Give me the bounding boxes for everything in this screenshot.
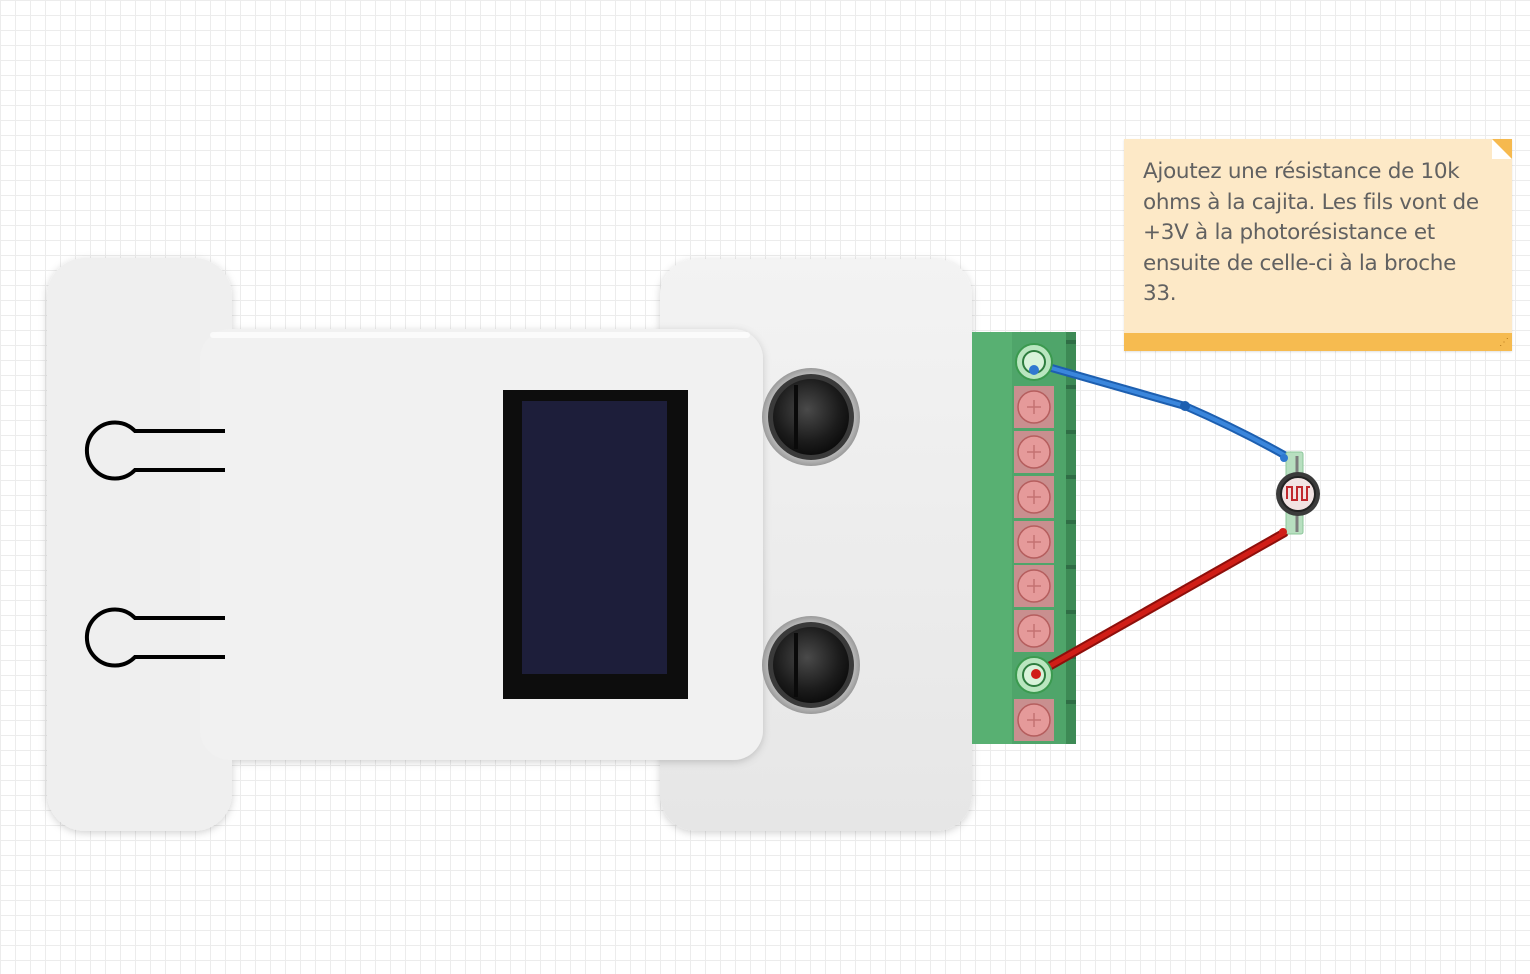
terminal-pin[interactable] xyxy=(1014,610,1054,652)
resize-grip-icon[interactable]: ⋰ xyxy=(1499,337,1509,348)
terminal-tick xyxy=(1066,430,1076,434)
terminal-tick xyxy=(1066,700,1076,704)
oled-screen xyxy=(522,401,667,674)
terminal-tick xyxy=(1066,565,1076,569)
terminal-tick xyxy=(1066,610,1076,614)
wire-red[interactable] xyxy=(1029,528,1289,680)
terminal-tick xyxy=(1066,385,1076,389)
note-fold-icon xyxy=(1492,139,1512,159)
knob-bottom[interactable] xyxy=(762,616,860,714)
terminal-pin[interactable] xyxy=(1014,521,1054,563)
photoresistor-icon[interactable] xyxy=(1276,451,1320,536)
keyhole-icon xyxy=(84,607,225,668)
terminal-pin[interactable] xyxy=(1014,699,1054,741)
note-text[interactable]: Ajoutez une résistance de 10k ohms à la … xyxy=(1143,159,1479,306)
terminal-tick xyxy=(1066,475,1076,479)
terminal-pin[interactable] xyxy=(1014,386,1054,428)
cajita-device[interactable] xyxy=(47,258,1076,831)
terminal-pin[interactable] xyxy=(1014,476,1054,518)
terminal-tick xyxy=(1066,520,1076,524)
terminal-tick xyxy=(1066,340,1076,344)
wire-blue[interactable] xyxy=(1030,359,1290,460)
terminal-pin-3v-connected[interactable] xyxy=(1015,343,1053,381)
terminal-block xyxy=(972,332,1076,744)
terminal-pin[interactable] xyxy=(1014,565,1054,607)
terminal-pin[interactable] xyxy=(1014,431,1054,473)
knob-top[interactable] xyxy=(762,368,860,466)
device-top-highlight xyxy=(210,332,750,338)
note-footer-bar xyxy=(1124,333,1512,351)
keyhole-icon xyxy=(84,420,225,481)
sticky-note[interactable]: Ajoutez une résistance de 10k ohms à la … xyxy=(1124,139,1512,351)
